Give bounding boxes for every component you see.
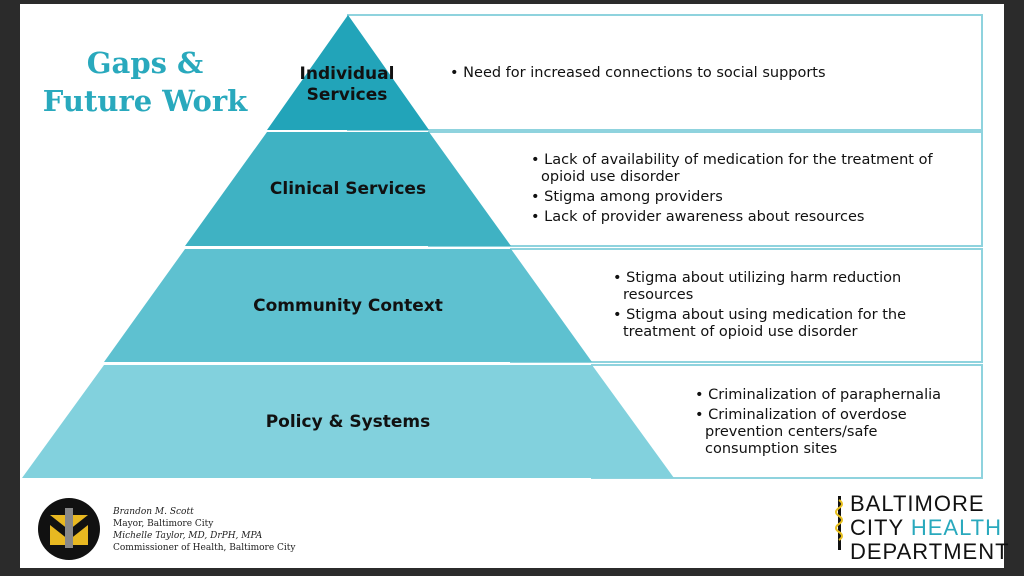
bullets-community: Stigma about utilizing harm reduction re… bbox=[613, 270, 953, 344]
band-individual bbox=[267, 15, 429, 130]
band-clinical bbox=[185, 132, 511, 246]
bullets-policy: Criminalization of paraphernalia Crimina… bbox=[695, 387, 965, 461]
logo-line-3: DEPARTMENT bbox=[850, 539, 1010, 564]
mayor-role: Mayor, Baltimore City bbox=[113, 519, 214, 529]
level-label-clinical: Clinical Services bbox=[269, 179, 427, 199]
level-label-community: Community Context bbox=[253, 296, 443, 316]
bullets-individual: Need for increased connections to social… bbox=[450, 65, 950, 85]
bullet: Stigma among providers bbox=[531, 189, 961, 206]
bullet: Lack of provider awareness about resourc… bbox=[531, 209, 961, 226]
signature-block: Brandon M. Scott Mayor, Baltimore City M… bbox=[113, 506, 296, 554]
health-department-logo: BALTIMORE CITY HEALTH DEPARTMENT bbox=[850, 492, 1010, 564]
level-label-individual: Individual Services bbox=[299, 64, 395, 105]
logo-line-1: BALTIMORE bbox=[850, 491, 985, 516]
commissioner-name: Michelle Taylor, MD, DrPH, MPA bbox=[113, 531, 263, 541]
box-3 bbox=[510, 248, 983, 363]
commissioner-role: Commissioner of Health, Baltimore City bbox=[113, 543, 296, 553]
mayor-name: Brandon M. Scott bbox=[113, 507, 194, 517]
bullet: Lack of availability of medication for t… bbox=[531, 152, 961, 186]
bullet: Stigma about utilizing harm reduction re… bbox=[613, 270, 953, 304]
bullets-clinical: Lack of availability of medication for t… bbox=[531, 152, 961, 229]
bullet: Criminalization of paraphernalia bbox=[695, 387, 965, 404]
page-title: Gaps & Future Work bbox=[42, 46, 248, 118]
logo-city: CITY bbox=[850, 515, 904, 540]
bullet: Criminalization of overdose prevention c… bbox=[695, 407, 965, 458]
logo-line-2: CITY HEALTH bbox=[850, 516, 1010, 540]
band-community bbox=[104, 249, 592, 362]
bullet: Stigma about using medication for the tr… bbox=[613, 307, 953, 341]
logo-health: HEALTH bbox=[910, 515, 1003, 540]
band-policy bbox=[22, 365, 674, 478]
level-label-policy: Policy & Systems bbox=[265, 412, 431, 432]
bullet: Need for increased connections to social… bbox=[450, 65, 950, 82]
